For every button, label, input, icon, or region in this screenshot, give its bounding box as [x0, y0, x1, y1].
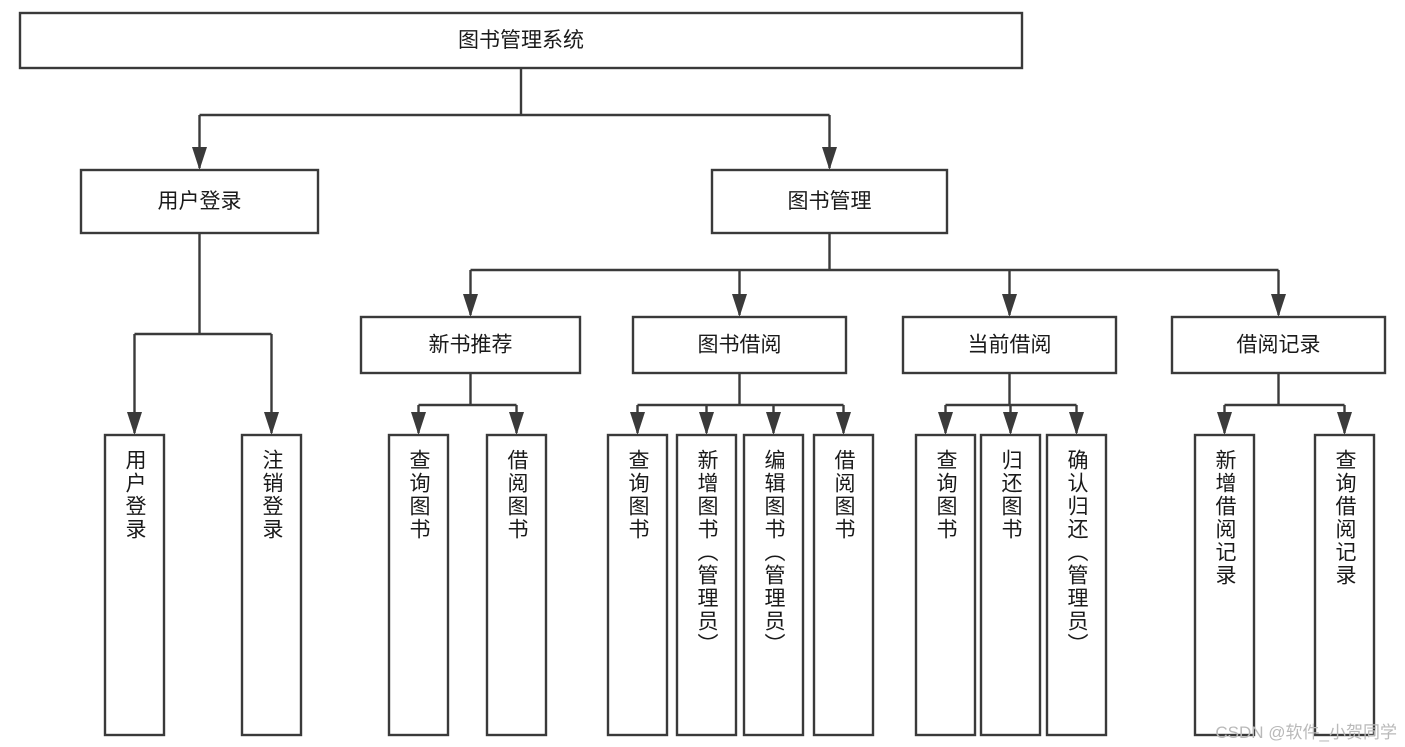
node-box-leaf-logout[interactable] — [240, 433, 303, 737]
node-box-leaf-borrow-book-b[interactable] — [812, 433, 875, 737]
arrow-down-icon — [1217, 412, 1232, 435]
node-box-leaf-query-record[interactable] — [1313, 433, 1376, 737]
node-label-user-login: 用户登录 — [158, 190, 242, 213]
arrow-down-icon — [732, 294, 747, 317]
node-boxes-group — [18, 11, 1387, 737]
node-box-current-borrow[interactable] — [901, 315, 1118, 375]
node-label-borrow-record: 借阅记录 — [1237, 334, 1321, 357]
node-box-leaf-user-login[interactable] — [103, 433, 166, 737]
arrow-down-icon — [1069, 412, 1084, 435]
node-box-leaf-add-record[interactable] — [1193, 433, 1256, 737]
node-label-book-manage: 图书管理 — [788, 190, 872, 213]
arrow-down-icon — [1337, 412, 1352, 435]
arrow-down-icon — [509, 412, 524, 435]
node-box-leaf-confirm-return[interactable] — [1045, 433, 1108, 737]
arrow-down-icon — [264, 412, 279, 435]
arrow-down-icon — [1271, 294, 1286, 317]
arrow-down-icon — [630, 412, 645, 435]
node-box-leaf-query-book-rec[interactable] — [387, 433, 450, 737]
node-label-current-borrow: 当前借阅 — [968, 334, 1052, 357]
arrow-down-icon — [463, 294, 478, 317]
connectors-group — [127, 68, 1352, 435]
node-box-leaf-query-book-c[interactable] — [914, 433, 977, 737]
node-label-new-book-rec: 新书推荐 — [429, 334, 513, 357]
arrow-down-icon — [766, 412, 781, 435]
arrow-down-icon — [836, 412, 851, 435]
node-box-leaf-return-book[interactable] — [979, 433, 1042, 737]
node-box-leaf-borrow-book-rec[interactable] — [485, 433, 548, 737]
arrow-down-icon — [192, 147, 207, 170]
arrow-down-icon — [1002, 294, 1017, 317]
node-box-leaf-add-book[interactable] — [675, 433, 738, 737]
arrow-down-icon — [411, 412, 426, 435]
node-box-user-login[interactable] — [79, 168, 320, 235]
node-box-borrow-record[interactable] — [1170, 315, 1387, 375]
arrow-down-icon — [699, 412, 714, 435]
node-label-root: 图书管理系统 — [458, 29, 584, 52]
arrow-down-icon — [822, 147, 837, 170]
watermark-text: CSDN @软件_小贺同学 — [1215, 723, 1397, 742]
node-label-book-borrow: 图书借阅 — [698, 334, 782, 357]
node-box-new-book-rec[interactable] — [359, 315, 582, 375]
node-box-book-manage[interactable] — [710, 168, 949, 235]
arrow-down-icon — [1003, 412, 1018, 435]
node-box-leaf-edit-book[interactable] — [742, 433, 805, 737]
arrow-down-icon — [938, 412, 953, 435]
node-box-root[interactable] — [18, 11, 1024, 70]
node-box-book-borrow[interactable] — [631, 315, 848, 375]
arrow-down-icon — [127, 412, 142, 435]
node-box-leaf-query-book-b[interactable] — [606, 433, 669, 737]
